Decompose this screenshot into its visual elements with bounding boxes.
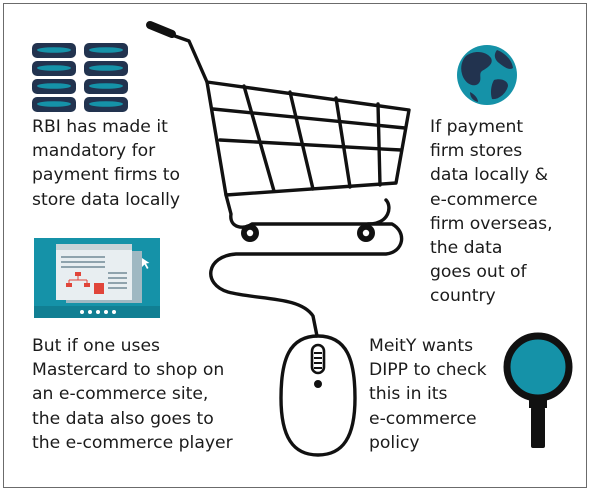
shopping-cart-icon <box>146 21 411 338</box>
web-page-icon <box>34 238 160 318</box>
overseas-data-text: If payment firm stores data locally & e-… <box>430 117 553 307</box>
rbi-mandate-text: RBI has made it mandatory for payment fi… <box>32 117 181 210</box>
globe-icon <box>457 45 517 105</box>
mastercard-text: But if one uses Mastercard to shop on an… <box>32 336 233 453</box>
magnifier-icon <box>503 332 573 448</box>
cart-wheel-right-icon <box>357 224 375 242</box>
frame-border <box>3 3 587 488</box>
cart-wheel-left-icon <box>241 224 259 242</box>
computer-mouse-icon <box>279 334 357 457</box>
server-stack-icon <box>32 43 128 112</box>
meity-policy-text: MeitY wants DIPP to check this in its e-… <box>369 336 487 453</box>
